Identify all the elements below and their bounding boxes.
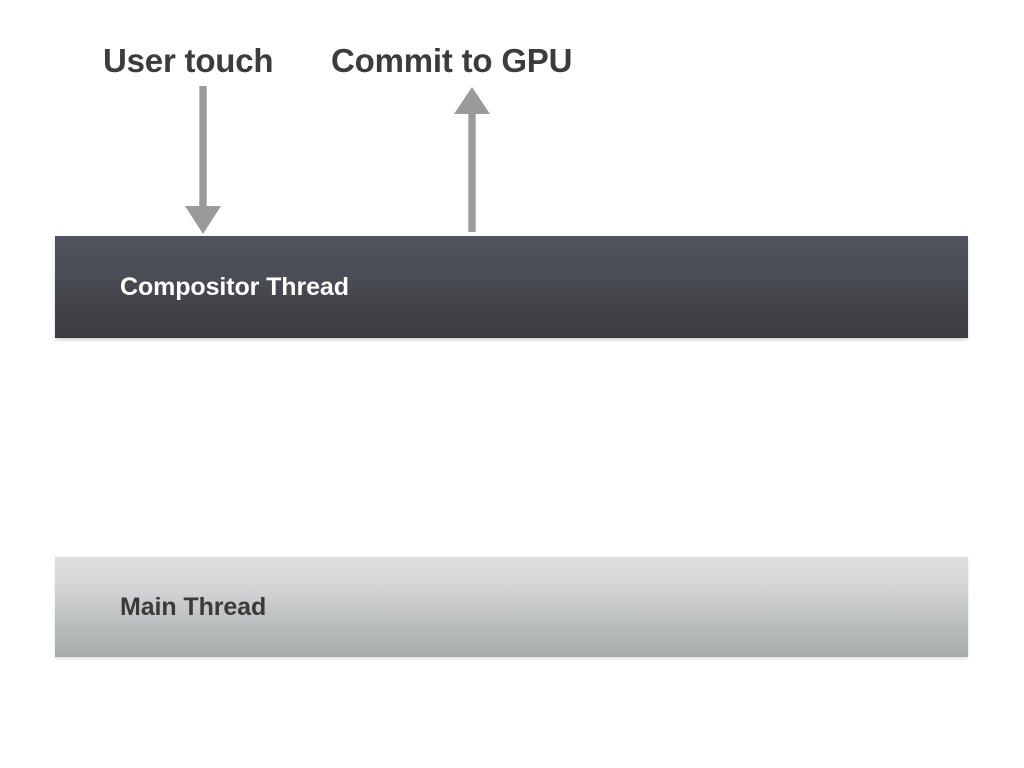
annotation-label-commit-to-gpu: Commit to GPU bbox=[331, 42, 573, 79]
arrow-down-icon bbox=[185, 86, 221, 234]
arrow-up-icon bbox=[454, 87, 490, 232]
lane-label-compositor-thread: Compositor Thread bbox=[120, 272, 349, 301]
lane-label-main-thread: Main Thread bbox=[120, 592, 267, 621]
lane-main-thread: Main Thread bbox=[55, 557, 968, 657]
lane-compositor-thread: Compositor Thread bbox=[55, 236, 968, 338]
annotation-label-user-touch: User touch bbox=[103, 42, 274, 79]
